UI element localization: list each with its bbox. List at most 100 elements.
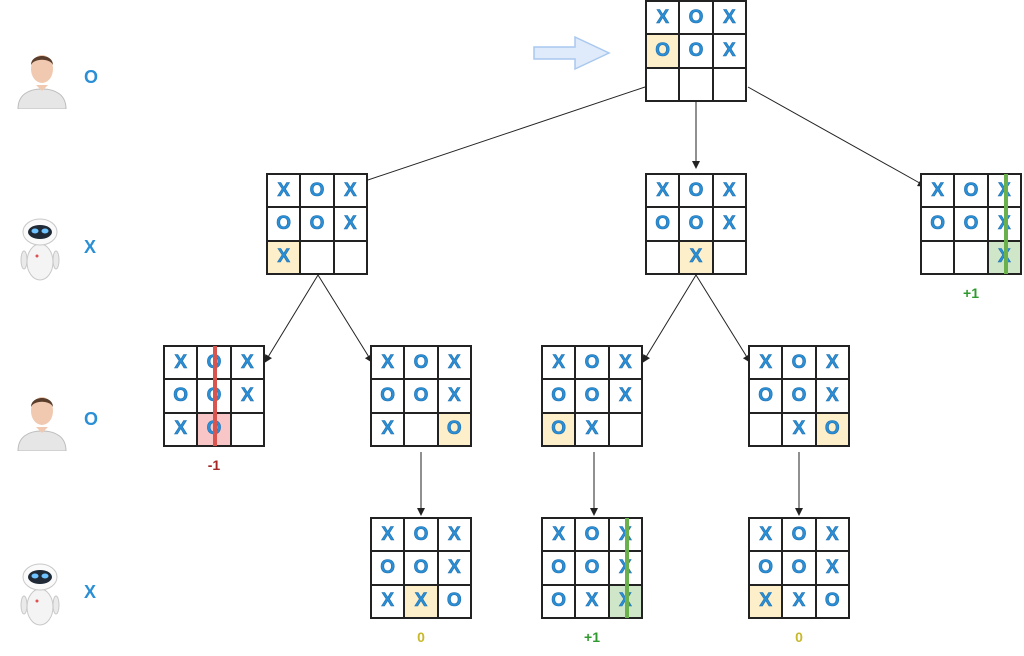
board-cell: X [437,551,471,585]
board-cell: X [437,518,471,552]
o-mark: O [655,39,671,62]
robot-avatar-icon [18,214,62,287]
board-cell [608,412,642,446]
o-mark: O [963,212,979,235]
player-mark-label: X [84,582,97,602]
o-mark: O [309,212,325,235]
board-cell: O [679,207,713,241]
board-cell: O [437,412,471,446]
board-cell: O [371,551,405,585]
board-cell: O [749,379,783,413]
x-mark: X [759,590,772,612]
board-cell [230,412,264,446]
board-score: +1 [584,629,600,645]
x-mark: X [343,179,357,201]
board-cell: O [782,379,816,413]
board-cell: X [542,518,576,552]
o-mark: O [655,212,671,235]
o-mark: O [551,384,567,407]
player-mark-label: O [84,67,99,87]
tree-edge-arrow [747,86,926,187]
board-cell: X [371,346,405,380]
board-cell: O [782,518,816,552]
board-cell: X [437,379,471,413]
board-cell: O [404,551,438,585]
board-cell: O [542,379,576,413]
board-cell: X [749,518,783,552]
board-cell: O [782,346,816,380]
board-score: 0 [795,629,803,645]
x-mark: X [825,384,839,407]
board-cell: O [575,551,609,585]
x-mark: X [618,351,632,373]
x-mark: X [585,590,599,612]
board-cell: O [542,412,576,446]
x-mark: X [414,590,428,612]
board-cell: X [333,174,367,208]
o-mark: O [688,179,704,201]
x-mark: X [277,179,290,201]
x-mark: X [825,523,839,545]
o-mark: O [824,418,840,440]
x-mark: X [277,246,290,268]
board-cell: X [749,346,783,380]
x-mark: X [240,384,254,407]
o-mark: O [791,351,807,373]
board-cell: X [679,240,713,274]
winning-line [213,346,217,446]
board-cell [712,67,746,101]
board-cell: O [646,34,680,68]
tree-edge-arrow [317,274,373,363]
o-mark: O [446,418,462,440]
board-cell: O [300,207,334,241]
board-cell: O [404,346,438,380]
human-avatar-icon [14,47,70,114]
o-mark: O [413,556,429,579]
o-mark: O [173,384,189,407]
board-cell [679,67,713,101]
board-cell: O [679,174,713,208]
board-cell: O [575,518,609,552]
o-mark: O [309,179,325,201]
x-mark: X [792,418,806,440]
board-cell [404,412,438,446]
board-cell: X [646,1,680,35]
board-cell: X [371,584,405,618]
o-mark: O [584,556,600,579]
board-cell: X [608,379,642,413]
player-mark-label: O [84,409,99,429]
board-cell: X [712,1,746,35]
o-mark: O [930,212,946,235]
board-cell: X [333,207,367,241]
tree-edge-arrow [695,274,751,363]
x-mark: X [343,212,357,235]
board-cell: X [712,34,746,68]
board-cell: O [404,518,438,552]
board-cell: O [815,412,849,446]
board-cell: O [164,379,198,413]
x-mark: X [825,351,839,373]
board-cell: X [712,207,746,241]
x-mark: X [174,418,187,440]
board-cell: X [575,584,609,618]
board-score: +1 [963,285,979,301]
x-mark: X [656,179,669,201]
board-cell: X [164,346,198,380]
board-cell: O [371,379,405,413]
o-mark: O [551,590,567,612]
board-cell [300,240,334,274]
board-cell [646,67,680,101]
board-cell: O [782,551,816,585]
board-cell: O [542,584,576,618]
o-mark: O [791,384,807,407]
board-cell: X [782,412,816,446]
board-cell: X [164,412,198,446]
x-mark: X [447,523,461,545]
